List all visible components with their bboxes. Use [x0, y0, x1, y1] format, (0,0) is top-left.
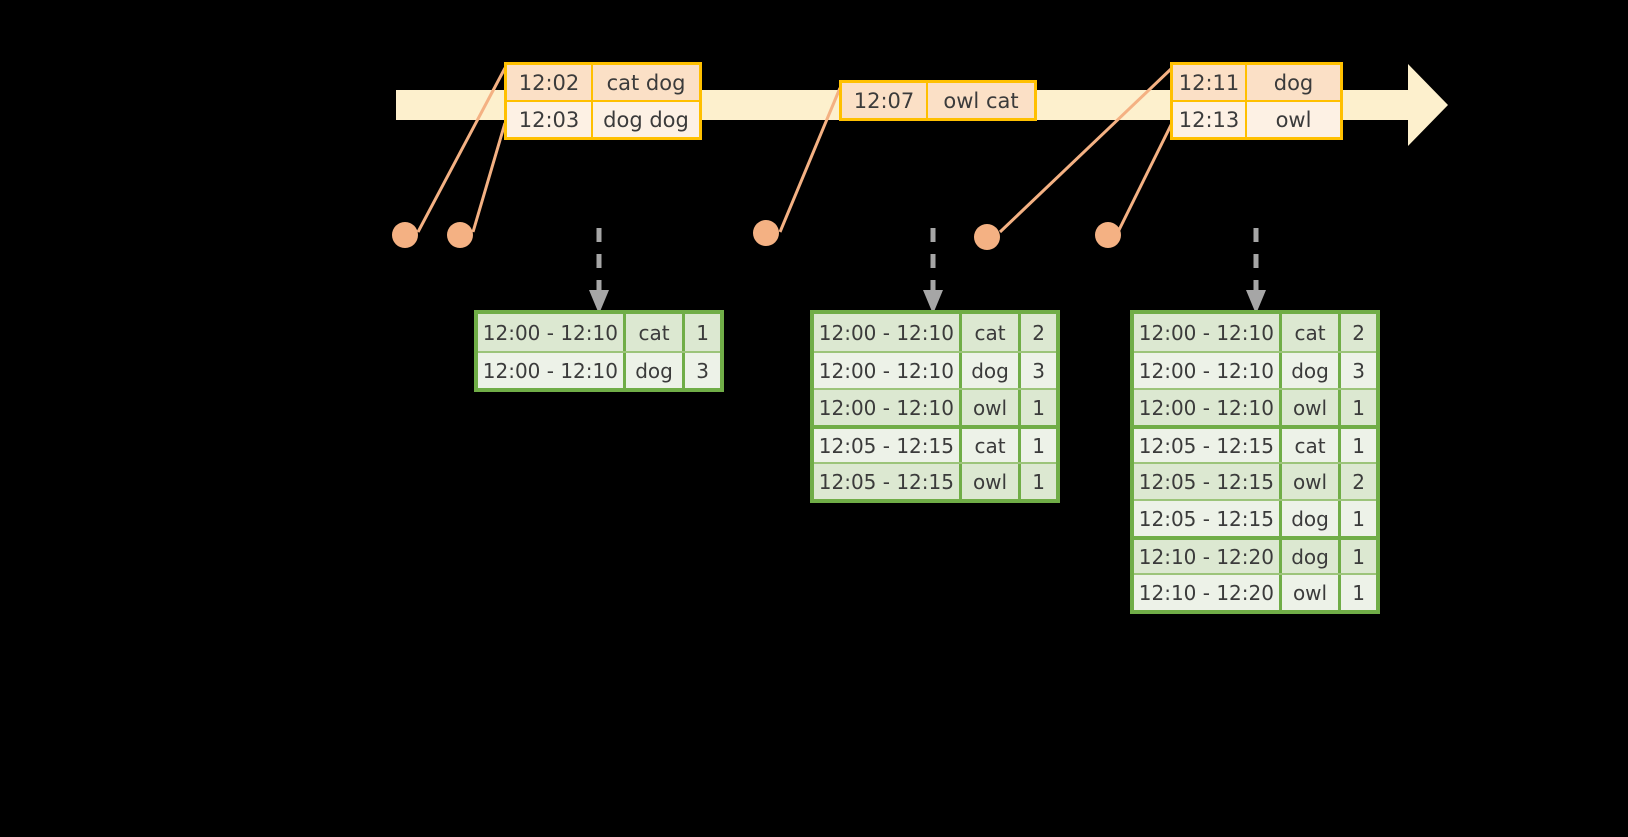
cell-key: owl [958, 390, 1019, 425]
cell-count: 1 [1338, 501, 1376, 536]
event-row[interactable]: 12:07 owl cat [842, 83, 1034, 118]
table-row[interactable]: 12:05 - 12:15 owl 2 [1134, 462, 1376, 499]
table-row[interactable]: 12:05 - 12:15 cat 1 [1134, 425, 1376, 462]
table-row[interactable]: 12:10 - 12:20 dog 1 [1134, 536, 1376, 573]
event-value: dog dog [603, 107, 689, 132]
event-marker-dot [447, 222, 473, 248]
table-row[interactable]: 12:00 - 12:10 dog 3 [1134, 351, 1376, 388]
cell-window: 12:00 - 12:10 [482, 358, 618, 383]
cell-count: 3 [682, 353, 720, 388]
event-group-1[interactable]: 12:02 cat dog 12:03 dog dog [504, 62, 702, 140]
event-time: 12:02 [507, 65, 593, 100]
table-row[interactable]: 12:10 - 12:20 owl 1 [1134, 573, 1376, 610]
event-group-3[interactable]: 12:11 dog 12:13 owl [1170, 62, 1343, 140]
cell-window: 12:00 - 12:10 [818, 358, 954, 383]
table-row[interactable]: 12:00 - 12:10 dog 3 [814, 351, 1056, 388]
cell-window: 12:05 - 12:15 [1138, 469, 1274, 494]
cell-window: 12:00 - 12:10 [1138, 358, 1274, 383]
cell-window: 12:10 - 12:20 [1138, 580, 1274, 605]
cell-window: 12:00 - 12:10 [818, 395, 954, 420]
table-row[interactable]: 12:00 - 12:10 owl 1 [814, 388, 1056, 425]
event-value: owl [1275, 107, 1312, 132]
table-row[interactable]: 12:00 - 12:10 owl 1 [1134, 388, 1376, 425]
event-value: cat dog [606, 70, 686, 95]
cell-window: 12:05 - 12:15 [1138, 433, 1274, 458]
cell-window: 12:00 - 12:10 [482, 320, 618, 345]
table-row[interactable]: 12:00 - 12:10 dog 3 [478, 351, 720, 388]
cell-count: 2 [1018, 314, 1056, 351]
event-marker-dot [392, 222, 418, 248]
event-time: 12:13 [1173, 102, 1247, 137]
cell-count: 1 [1018, 464, 1056, 499]
event-row[interactable]: 12:02 cat dog [507, 65, 699, 100]
dashed-arrow-down-icon [923, 228, 943, 314]
cell-window: 12:00 - 12:10 [1138, 320, 1274, 345]
cell-window: 12:05 - 12:15 [1138, 506, 1274, 531]
cell-window: 12:05 - 12:15 [818, 433, 954, 458]
cell-count: 3 [1018, 353, 1056, 388]
cell-key: cat [622, 314, 683, 351]
event-marker-dot [974, 224, 1000, 250]
cell-count: 2 [1338, 314, 1376, 351]
cell-key: dog [1278, 540, 1339, 573]
event-time: 12:03 [507, 102, 593, 137]
cell-count: 3 [1338, 353, 1376, 388]
event-value: dog [1273, 70, 1314, 95]
event-marker-dot [1095, 222, 1121, 248]
cell-count: 1 [682, 314, 720, 351]
cell-count: 1 [1018, 429, 1056, 462]
cell-count: 1 [1338, 575, 1376, 610]
timeline-arrow-head-icon [1408, 64, 1448, 146]
table-row[interactable]: 12:05 - 12:15 owl 1 [814, 462, 1056, 499]
cell-count: 1 [1338, 429, 1376, 462]
cell-window: 12:00 - 12:10 [818, 320, 954, 345]
result-table-3[interactable]: 12:00 - 12:10 cat 2 12:00 - 12:10 dog 3 … [1130, 310, 1380, 614]
cell-key: dog [1278, 501, 1339, 536]
cell-key: owl [1278, 390, 1339, 425]
table-row[interactable]: 12:00 - 12:10 cat 2 [1134, 314, 1376, 351]
event-row[interactable]: 12:13 owl [1173, 100, 1340, 137]
cell-count: 1 [1338, 390, 1376, 425]
event-marker-dot [753, 220, 779, 246]
result-table-2[interactable]: 12:00 - 12:10 cat 2 12:00 - 12:10 dog 3 … [810, 310, 1060, 503]
event-time: 12:07 [842, 83, 928, 118]
cell-key: owl [1278, 575, 1339, 610]
cell-key: dog [622, 353, 683, 388]
cell-key: dog [958, 353, 1019, 388]
table-row[interactable]: 12:05 - 12:15 cat 1 [814, 425, 1056, 462]
cell-window: 12:10 - 12:20 [1138, 544, 1274, 569]
table-row[interactable]: 12:00 - 12:10 cat 2 [814, 314, 1056, 351]
cell-key: owl [1278, 464, 1339, 499]
cell-window: 12:05 - 12:15 [818, 469, 954, 494]
cell-key: cat [958, 314, 1019, 351]
table-row[interactable]: 12:00 - 12:10 cat 1 [478, 314, 720, 351]
cell-key: dog [1278, 353, 1339, 388]
cell-key: cat [1278, 314, 1339, 351]
event-row[interactable]: 12:11 dog [1173, 65, 1340, 100]
cell-key: cat [1278, 429, 1339, 462]
dashed-arrow-down-icon [589, 228, 609, 314]
dashed-arrow-down-icon [1246, 228, 1266, 314]
result-table-1[interactable]: 12:00 - 12:10 cat 1 12:00 - 12:10 dog 3 [474, 310, 724, 392]
event-row[interactable]: 12:03 dog dog [507, 100, 699, 137]
table-row[interactable]: 12:05 - 12:15 dog 1 [1134, 499, 1376, 536]
cell-count: 2 [1338, 464, 1376, 499]
cell-key: cat [958, 429, 1019, 462]
cell-window: 12:00 - 12:10 [1138, 395, 1274, 420]
cell-count: 1 [1018, 390, 1056, 425]
event-value: owl cat [943, 88, 1019, 113]
cell-count: 1 [1338, 540, 1376, 573]
event-group-2[interactable]: 12:07 owl cat [839, 80, 1037, 121]
event-time: 12:11 [1173, 65, 1247, 100]
cell-key: owl [958, 464, 1019, 499]
